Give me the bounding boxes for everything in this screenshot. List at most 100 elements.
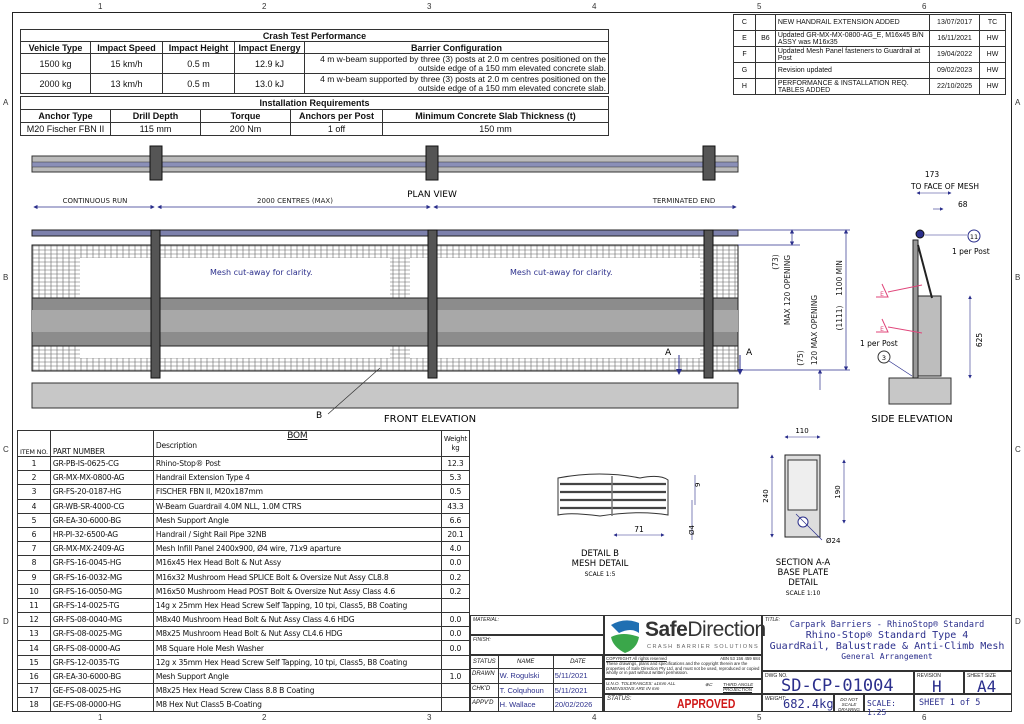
status-badge: APPROVED xyxy=(677,696,736,711)
callout-e-1: E xyxy=(880,291,884,298)
cell: 4 m w-beam supported by three (3) posts … xyxy=(304,73,609,94)
bom-item-no: 4 xyxy=(17,498,51,514)
bom-description: M16x45 Hex Head Bolt & Nut Assy xyxy=(152,555,442,571)
bom-weight xyxy=(440,597,471,614)
weight-label: WEIGHT: xyxy=(765,696,787,702)
front-elevation-label: FRONT ELEVATION xyxy=(384,414,476,425)
signoff-cell: W. Rogulski xyxy=(499,669,554,683)
logo-shield-icon xyxy=(611,620,639,653)
copyright-block: COPYRIGHT All rights reserved ABN 53 156… xyxy=(604,655,762,679)
bom-part-number: GR-FS-08-0040-MG xyxy=(49,612,154,628)
bom-weight: 12.3 xyxy=(440,455,471,472)
bom-description: M8x25 Hex Head Screw Class 8.8 B Coating xyxy=(152,682,442,699)
abn: ABN 53 156 459 684 xyxy=(720,656,760,661)
tolerances: U.N.O. TOLERANCES: ±1mm ALL DIMENSIONS A… xyxy=(606,681,676,691)
bom-weight: 20.1 xyxy=(440,526,471,543)
bom-item-no: 8 xyxy=(17,555,51,571)
bom-part-number: GR-FS-14-0025-TG xyxy=(49,597,154,614)
logo-tagline: CRASH BARRIER SOLUTIONS xyxy=(647,644,760,650)
max-120-opening: MAX 120 OPENING xyxy=(783,255,792,325)
bom-weight: 0.0 xyxy=(440,640,471,656)
dim-9: 9 xyxy=(694,483,702,487)
projection-label: THIRD ANGLE PROJECTION xyxy=(723,682,754,692)
bom-item-no: 12 xyxy=(17,612,51,628)
callout-e-2: E xyxy=(880,326,884,333)
zone-row-d-right: D xyxy=(1015,617,1021,626)
signoff-cell: APPV'D xyxy=(471,697,499,711)
bom-description: M16x50 Mushroom Head POST Bolt & Oversiz… xyxy=(152,583,442,599)
bom-part-number: GR-FS-16-0050-MG xyxy=(49,583,154,599)
sheet-number: SHEET 1 of 5 xyxy=(914,694,1012,712)
bom-description: M16x32 Mushroom Head SPLICE Bolt & Overs… xyxy=(152,569,442,585)
bom-description: Mesh Support Angle xyxy=(152,512,442,528)
bom-weight: 43.3 xyxy=(440,498,471,514)
zone-col-1: 1 xyxy=(98,2,103,11)
cell: M20 Fischer FBN II xyxy=(20,122,111,136)
bom-title: BOM xyxy=(287,431,308,441)
weight-field: WEIGHT:682.4kg xyxy=(762,694,834,712)
max-120-opening-2: 120 MAX OPENING xyxy=(810,295,819,365)
zone-col-5: 5 xyxy=(757,2,762,11)
signoff-header: STATUS xyxy=(471,656,499,669)
callout-3: 3 xyxy=(882,354,886,362)
section-aa-subtitle: BASE PLATE xyxy=(778,568,829,578)
bom-part-number: GR-FS-20-0187-HG xyxy=(49,484,154,500)
zone-row-c: C xyxy=(3,445,9,454)
callout-11: 11 xyxy=(970,233,978,241)
title-label: TITLE: xyxy=(765,617,781,623)
dim-71: 71 xyxy=(634,525,644,534)
signoff-cell: 5/11/2021 xyxy=(554,683,603,697)
bom-weight: 0.5 xyxy=(440,484,471,500)
bom-col-item: ITEM NO. xyxy=(17,430,51,457)
bom-description: FISCHER FBN II, M20x187mm xyxy=(152,484,442,500)
dim-75: (75) xyxy=(796,350,805,365)
revision-value: H xyxy=(932,677,942,696)
dim-110: 110 xyxy=(795,427,808,435)
section-a-a: 110 240 190 Ø24 SECTION A-A BASE PLATE D… xyxy=(762,427,846,597)
material-label: MATERIAL: xyxy=(473,617,500,623)
bom-part-number: GR-FS-12-0035-TG xyxy=(49,654,154,670)
terminated-end-label: TERMINATED END xyxy=(652,197,716,205)
material-field: MATERIAL: xyxy=(470,615,604,635)
signoff-cell: CHK'D xyxy=(471,683,499,697)
bom-weight xyxy=(440,682,471,699)
detail-b-marker: B xyxy=(316,411,322,421)
crash-test-table: Crash Test Performance Vehicle Type Impa… xyxy=(20,29,609,94)
centres-label: 2000 CENTRES (MAX) xyxy=(257,197,333,205)
section-a-marker-left: A xyxy=(665,348,672,358)
cell: 0.5 m xyxy=(162,73,235,94)
zone-col-1-bottom: 1 xyxy=(98,713,103,722)
bom-item-no: 11 xyxy=(17,597,51,614)
section-aa-scale: SCALE 1:10 xyxy=(786,590,821,597)
section-aa-title: SECTION A-A xyxy=(776,558,831,568)
detail-b-subtitle: MESH DETAIL xyxy=(572,559,629,569)
scale-value: SCALE: 1:25 xyxy=(864,694,914,717)
cell: 1 off xyxy=(290,122,383,136)
bom-part-number: GR-MX-MX-2409-AG xyxy=(49,541,154,557)
side-elevation-label: SIDE ELEVATION xyxy=(871,414,952,425)
signoff-cell: T. Colquhoun xyxy=(499,683,554,697)
bom-part-number: GR-FS-08-0025-MG xyxy=(49,626,154,642)
bom-item-no: 2 xyxy=(17,470,51,486)
